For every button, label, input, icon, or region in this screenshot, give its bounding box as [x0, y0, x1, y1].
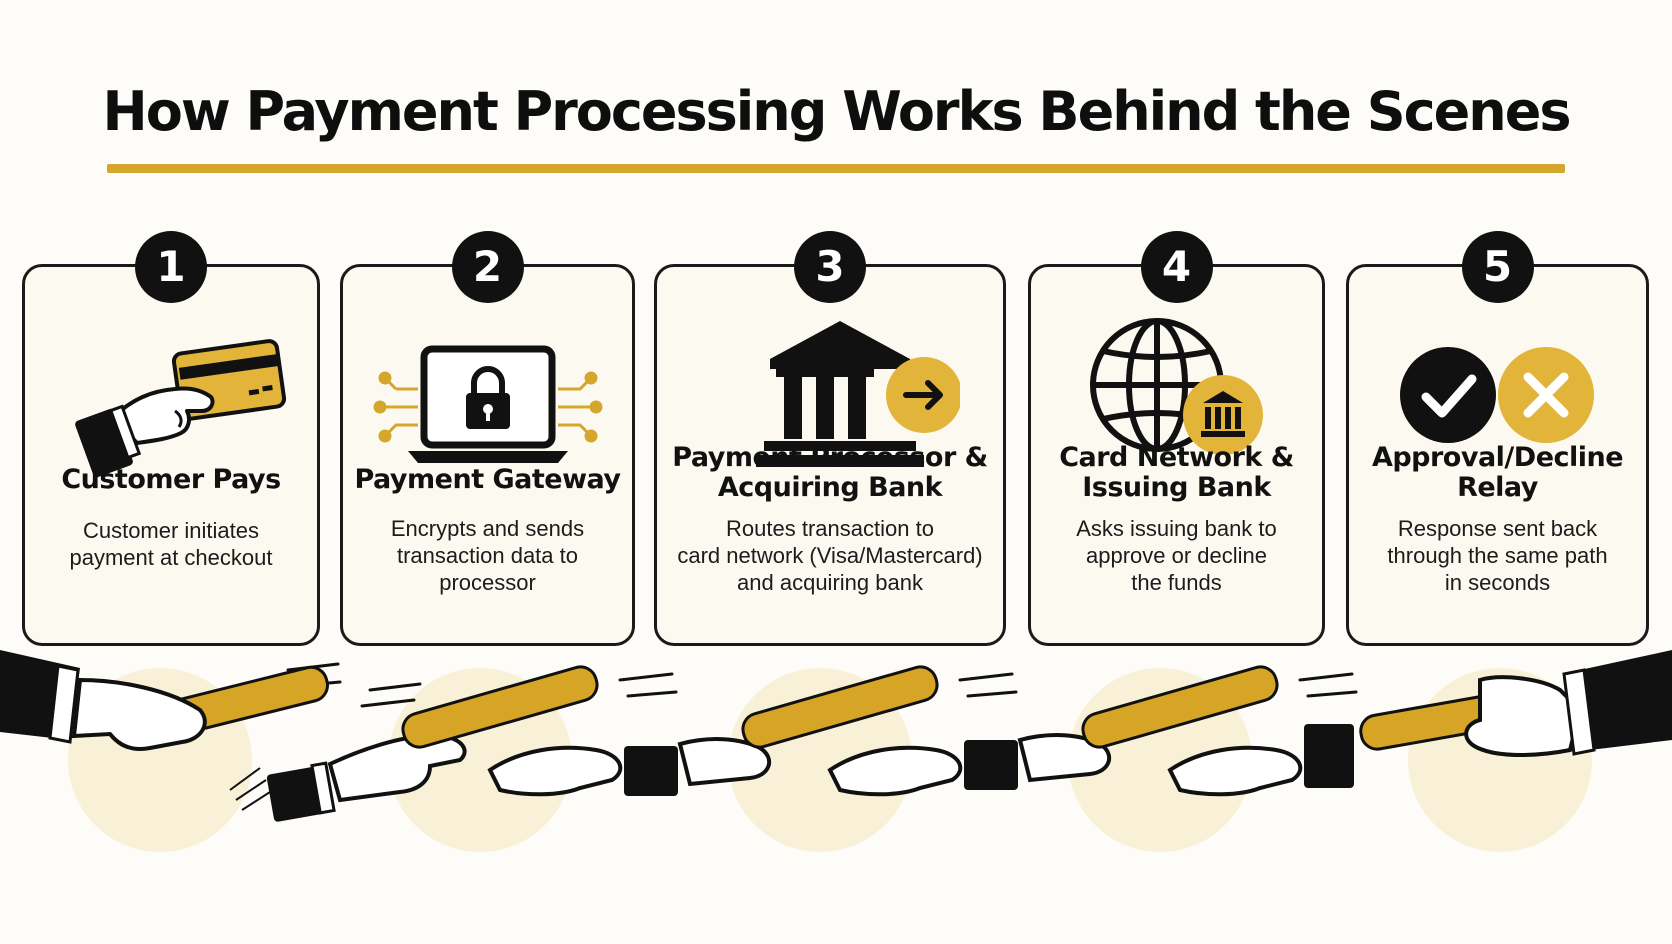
step-description: Response sent back through the same path…: [1387, 516, 1608, 595]
step-card-2: 2 Payment Gateway Encrypts and sends tra…: [340, 231, 635, 646]
title-underline: [107, 164, 1565, 173]
step-number-badge: 1: [135, 231, 207, 303]
baton-relay-illustration: [0, 640, 1672, 940]
step-title: Customer Pays: [61, 464, 281, 495]
step-description: Asks issuing bank to approve or decline …: [1076, 516, 1277, 595]
step-description: Routes transaction to card network (Visa…: [677, 516, 983, 595]
step-description: Customer initiates payment at checkout: [69, 518, 273, 570]
bank-arrow-icon: [657, 307, 1003, 497]
step-description: Encrypts and sends transaction data to p…: [390, 516, 585, 595]
step-title: Payment Gateway: [354, 464, 621, 495]
step-number-badge: 5: [1461, 231, 1534, 303]
step-card-4: 4 Card Network & Issuing Bank Asks issui…: [1028, 231, 1325, 646]
step-number-badge: 2: [451, 231, 524, 303]
step-card-5: 5 Approval/Decline Relay Response sent b…: [1346, 231, 1649, 646]
step-title: Payment Processor & Acquiring Bank: [672, 442, 988, 503]
baton-pass: [0, 650, 1672, 822]
hand-credit-card-icon: [25, 307, 317, 497]
step-title: Approval/Decline Relay: [1371, 442, 1624, 503]
page-title: How Payment Processing Works Behind the …: [102, 80, 1572, 143]
step-title: Card Network & Issuing Bank: [1059, 442, 1294, 503]
step-card-3: 3 Payment Processor & Acquiring Bank Rou…: [654, 231, 1006, 646]
check-cross-icon: [1349, 307, 1646, 497]
step-number-badge: 4: [1140, 231, 1213, 303]
step-number-badge: 3: [794, 231, 866, 303]
globe-bank-icon: [1031, 307, 1322, 497]
step-card-1: 1 Customer Pays Customer initiates payme…: [22, 231, 320, 646]
laptop-lock-icon: [343, 307, 632, 497]
